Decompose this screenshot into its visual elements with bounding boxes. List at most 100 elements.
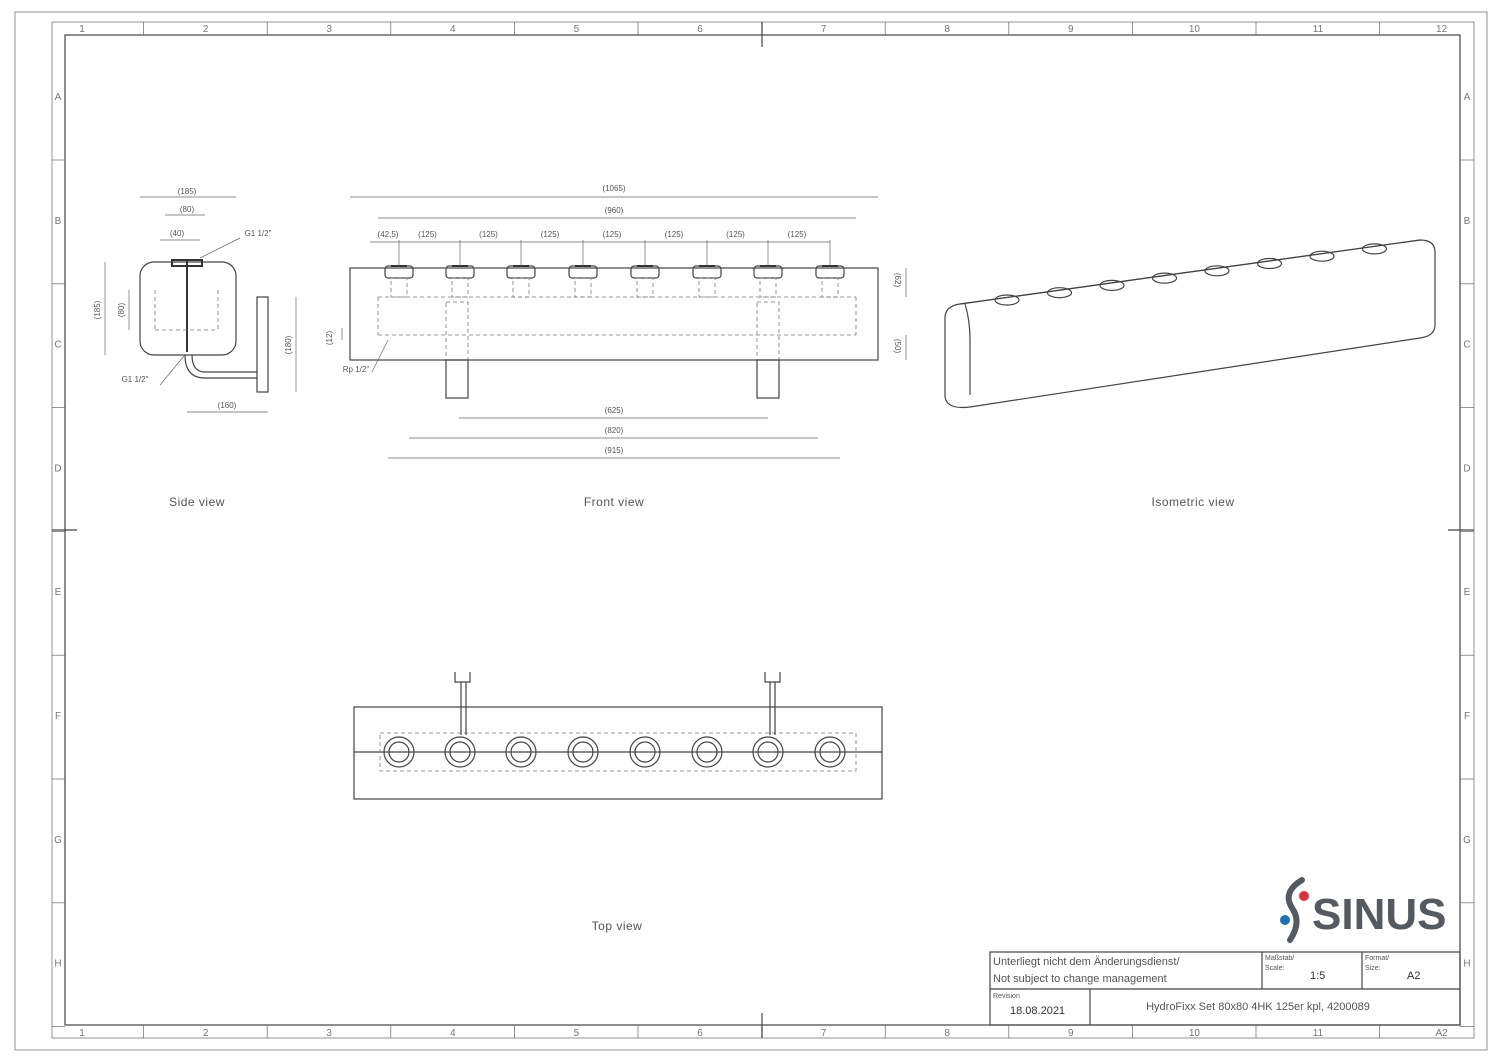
dim-bottom-height: (50) bbox=[893, 339, 902, 354]
zone-row-label: C bbox=[54, 340, 61, 351]
outlet-iso bbox=[1256, 257, 1283, 270]
format-value: A2 bbox=[1407, 970, 1420, 982]
zone-column-label: 7 bbox=[821, 24, 827, 35]
notice-en: Not subject to change management bbox=[993, 973, 1167, 985]
outlet-top bbox=[752, 736, 784, 768]
dim-side-160: (160) bbox=[218, 401, 237, 410]
outlet-top bbox=[567, 736, 599, 768]
outlet-iso bbox=[1151, 272, 1178, 284]
sinus-logo: SINUS bbox=[1280, 877, 1446, 943]
sheet-frame bbox=[51, 21, 1475, 1039]
outlet-iso bbox=[1099, 279, 1125, 291]
drawing-title: HydroFixx Set 80x80 4HK 125er kpl, 42000… bbox=[1146, 1001, 1370, 1013]
format-label-en: Size: bbox=[1365, 965, 1381, 972]
outlet-top bbox=[629, 736, 661, 768]
zone-column-label: 4 bbox=[450, 1028, 456, 1039]
outlet-iso bbox=[1309, 250, 1335, 262]
zone-row-label: G bbox=[1463, 835, 1471, 846]
zone-column-label: 6 bbox=[697, 1028, 703, 1039]
zone-column-label: 2 bbox=[203, 1028, 209, 1039]
zone-row-label: E bbox=[1464, 587, 1471, 598]
dim-pitch: (125) bbox=[603, 230, 622, 239]
zone-column-label: 10 bbox=[1189, 1028, 1201, 1039]
zone-column-label: 3 bbox=[326, 24, 332, 35]
scale-value: 1:5 bbox=[1310, 970, 1325, 982]
front-view-label: Front view bbox=[584, 495, 644, 509]
dim-pitch: (125) bbox=[418, 230, 437, 239]
dim-side-180: (180) bbox=[284, 335, 293, 354]
top-view: Top view bbox=[353, 672, 883, 933]
outer-border bbox=[14, 11, 1488, 1051]
zone-column-label: 4 bbox=[450, 24, 456, 35]
format-label-de: Format/ bbox=[1365, 955, 1389, 962]
zone-column-label: 5 bbox=[574, 24, 580, 35]
dim-lower-outlets: (820) bbox=[605, 426, 624, 435]
dim-side-40: (40) bbox=[170, 229, 185, 238]
side-view: (185) (80) (40) G1 1/2" (185) (80) G1 1/… bbox=[93, 187, 297, 509]
zone-row-label: D bbox=[1463, 463, 1470, 474]
zone-row-label: B bbox=[55, 216, 62, 227]
dim-side-height-inner: (80) bbox=[117, 303, 126, 318]
zone-column-label: A2 bbox=[1435, 1028, 1448, 1039]
dim-outlets-span: (960) bbox=[605, 206, 624, 215]
zone-column-label: 12 bbox=[1436, 24, 1448, 35]
thread-top-label: G1 1/2" bbox=[245, 229, 272, 238]
dim-top-height: (62) bbox=[893, 273, 902, 288]
dim-pitch: (125) bbox=[479, 230, 498, 239]
outlet-iso bbox=[1204, 265, 1230, 277]
zone-column-label: 1 bbox=[79, 1028, 85, 1039]
dim-overall: (1065) bbox=[602, 184, 625, 193]
outlet-top bbox=[383, 736, 415, 768]
logo-text: SINUS bbox=[1312, 890, 1446, 939]
zone-column-label: 6 bbox=[697, 24, 703, 35]
zone-column-label: 5 bbox=[574, 1028, 580, 1039]
zone-row-label: F bbox=[1464, 711, 1470, 722]
outlet-iso bbox=[1046, 287, 1073, 299]
outlet-top bbox=[444, 736, 476, 768]
top-view-label: Top view bbox=[592, 919, 643, 933]
notice-de: Unterliegt nicht dem Änderungsdienst/ bbox=[993, 956, 1180, 968]
revision-date: 18.08.2021 bbox=[1010, 1005, 1065, 1017]
dim-pitch: (125) bbox=[665, 230, 684, 239]
dim-side-80: (80) bbox=[180, 205, 195, 214]
zone-column-label: 3 bbox=[326, 1028, 332, 1039]
dim-pitch: (125) bbox=[541, 230, 560, 239]
isometric-view-label: Isometric view bbox=[1151, 495, 1234, 509]
outlet-top bbox=[814, 736, 846, 768]
zone-column-label: 10 bbox=[1189, 24, 1201, 35]
outlet-iso bbox=[1361, 243, 1388, 255]
zone-column-label: 9 bbox=[1068, 24, 1074, 35]
outlet-iso bbox=[994, 294, 1020, 306]
zone-row-label: H bbox=[54, 959, 61, 970]
thread-rp-label: Rp 1/2" bbox=[343, 365, 370, 374]
zone-row-label: B bbox=[1464, 216, 1471, 227]
dim-pitch: (125) bbox=[726, 230, 745, 239]
side-view-label: Side view bbox=[169, 495, 225, 509]
revision-label: Revision bbox=[993, 993, 1020, 1000]
dim-lower-span: (915) bbox=[605, 446, 624, 455]
zone-column-label: 8 bbox=[944, 24, 950, 35]
zone-column-label: 1 bbox=[79, 24, 85, 35]
zone-row-label: A bbox=[55, 92, 62, 103]
zone-row-label: C bbox=[1463, 340, 1470, 351]
zone-row-label: A bbox=[1464, 92, 1471, 103]
zone-column-label: 9 bbox=[1068, 1028, 1074, 1039]
dim-first-offset: (42,5) bbox=[378, 230, 399, 239]
dim-brackets: (625) bbox=[605, 406, 624, 415]
scale-label-en: Scale: bbox=[1265, 965, 1285, 972]
zone-column-label: 2 bbox=[203, 24, 209, 35]
dim-side-height: (185) bbox=[93, 300, 102, 319]
zone-column-label: 8 bbox=[944, 1028, 950, 1039]
zone-column-label: 11 bbox=[1313, 24, 1324, 35]
front-view: (1065) (960) (42,5) (125) (125) (125) (125)… bbox=[325, 184, 907, 509]
zone-row-label: E bbox=[55, 587, 62, 598]
scale-label-de: Maßstab/ bbox=[1265, 955, 1294, 962]
outlet-top bbox=[505, 736, 537, 768]
dim-pitch: (125) bbox=[788, 230, 807, 239]
dim-small: (12) bbox=[325, 331, 334, 346]
isometric-view: Isometric view bbox=[944, 239, 1436, 509]
zone-row-label: F bbox=[55, 711, 61, 722]
outlet-top bbox=[691, 736, 723, 768]
zone-column-label: 7 bbox=[821, 1028, 827, 1039]
